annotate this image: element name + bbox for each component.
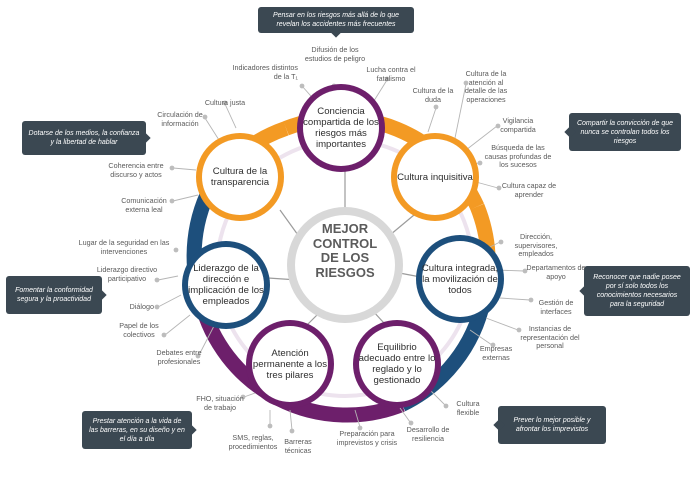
- center-line-4: RIESGOS: [315, 264, 375, 280]
- callout-bottomright-text: Prever lo mejor posible y afrontar los i…: [513, 417, 591, 433]
- center-title: MEJOR CONTROL DE LOS RIESGOS: [290, 221, 400, 280]
- callout-bottomleft-text: Prestar atención a la vida de las barrer…: [89, 417, 185, 443]
- node-transparencia: Cultura de la transparencia: [210, 166, 270, 188]
- label-circulacion: Circulación de información: [157, 110, 203, 128]
- center-line-3: DE LOS: [320, 250, 370, 265]
- leader-lines: [157, 79, 531, 431]
- label-dialogo: Diálogo: [129, 302, 154, 311]
- label-busqueda: Búsqueda de las causas profundas de los …: [484, 143, 552, 170]
- label-instancias: Instancias de representación del persona…: [520, 324, 580, 351]
- label-empresas: Empresas externas: [479, 344, 513, 362]
- label-vigilancia: Vigilancia compartida: [500, 116, 536, 134]
- label-lucha: Lucha contra el fatalismo: [366, 65, 416, 83]
- node-liderazgo: Liderazgo de la dirección e implicación …: [188, 263, 264, 307]
- node-atencion: Atención permanente a los tres pilares: [252, 347, 328, 381]
- node-inquisitiva: Cultura inquisitiva: [397, 171, 473, 183]
- label-difusion: Difusión de los estudios de peligro: [304, 45, 366, 63]
- node-equilibrio: Equilibrio adecuado entre lo reglado y l…: [358, 342, 436, 386]
- node-conciencia: Conciencia compartida de los riesgos más…: [303, 106, 379, 150]
- node-integrada: Cultura integrada, la movilización de to…: [421, 262, 499, 296]
- label-fho: FHO, situación de trabajo: [196, 394, 244, 412]
- callout-bottomright: Prever lo mejor posible y afrontar los i…: [493, 406, 606, 444]
- callout-left: Fomentar la conformidad segura y la proa…: [6, 276, 107, 314]
- label-desarrollo: Desarrollo de resiliencia: [406, 425, 450, 443]
- callout-left-text: Fomentar la conformidad segura y la proa…: [15, 287, 93, 303]
- label-duda: Cultura de la duda: [412, 86, 454, 104]
- node-circles: [182, 84, 504, 408]
- label-lugar: Lugar de la seguridad en las intervencio…: [78, 238, 170, 256]
- label-comunicacion: Comunicación externa leal: [121, 196, 167, 214]
- label-debates: Debates entre profesionales: [156, 348, 202, 366]
- callout-right: Reconocer que nadie posee por sí solo to…: [579, 266, 690, 316]
- callout-topright-text: Compartir la convicción de que nunca se …: [576, 119, 674, 145]
- label-indicadores: Indicadores distintos de la T₁: [232, 63, 298, 81]
- center-line-2: CONTROL: [312, 235, 378, 251]
- label-liderazgo-part: Liderazgo directivo participativo: [96, 265, 158, 283]
- label-sms: SMS, reglas, procedimientos: [228, 433, 278, 451]
- callout-top: Pensar en los riesgos más allá de lo que…: [258, 7, 414, 38]
- label-flexible: Cultura flexible: [456, 399, 480, 417]
- label-departamentos: Departamentos de apoyo: [526, 263, 586, 281]
- label-preparacion: Preparación para imprevistos y crisis: [336, 429, 398, 447]
- label-interfaces: Gestión de interfaces: [538, 298, 574, 316]
- center-line-1: MEJOR: [321, 221, 369, 236]
- callout-topleft: Dotarse de los medios, la confianza y la…: [22, 121, 151, 155]
- callout-top-text: Pensar en los riesgos más allá de lo que…: [272, 12, 400, 28]
- label-capaz: Cultura capaz de aprender: [501, 181, 557, 199]
- label-atencion-detalle: Cultura de la atención al detalle de las…: [464, 69, 508, 104]
- callout-bottomleft: Prestar atención a la vida de las barrer…: [82, 411, 197, 449]
- callout-topright: Compartir la convicción de que nunca se …: [564, 113, 681, 151]
- label-papel: Papel de los colectivos: [119, 321, 159, 339]
- label-coherencia: Coherencia entre discurso y actos: [108, 161, 164, 179]
- label-barreras: Barreras técnicas: [284, 437, 312, 455]
- callout-topleft-text: Dotarse de los medios, la confianza y la…: [28, 130, 140, 146]
- label-direccion-sup: Dirección, supervisores, empleados: [514, 232, 558, 259]
- center-circle-inner: [295, 215, 395, 315]
- label-justa: Cultura justa: [204, 98, 246, 107]
- callout-right-text: Reconocer que nadie posee por sí solo to…: [593, 274, 681, 308]
